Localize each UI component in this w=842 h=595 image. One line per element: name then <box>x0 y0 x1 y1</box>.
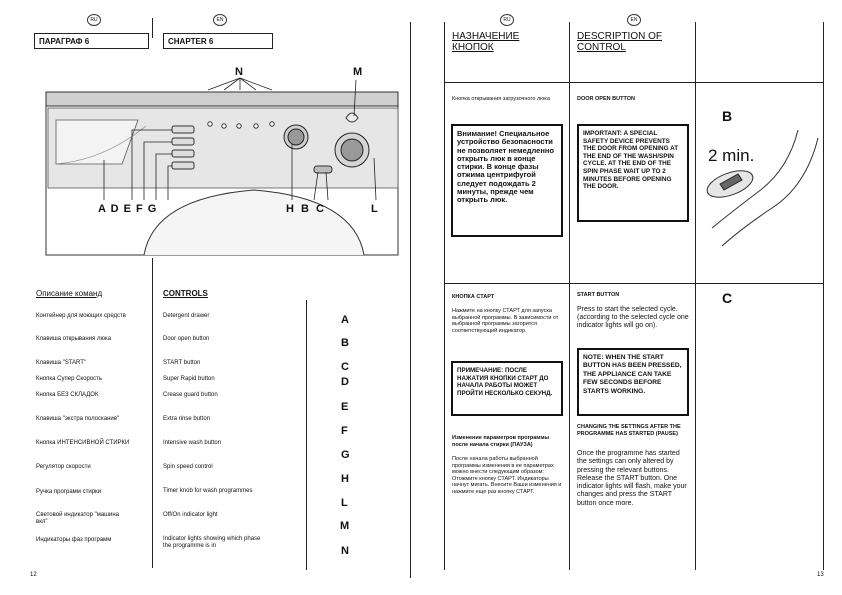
ru-row-m: Световой индикатор "машина вкл" <box>36 512 119 525</box>
en-chapter-header: CHAPTER 6 <box>163 33 273 49</box>
ru-row-d: Кнопка Супер Скорость <box>36 376 102 382</box>
diagram-label-m: M <box>353 66 363 78</box>
letter-row-l: L <box>341 497 348 509</box>
ru-start-text: Нажмите на кнопку СТАРТ для запуска выбр… <box>452 308 559 334</box>
en-row-d: Super Rapid button <box>163 376 215 382</box>
page-number-right: 13 <box>817 572 824 578</box>
ru-chapter-header: ПАРАГРАФ 6 <box>34 33 149 49</box>
en-pause-text: Once the programme has started the setti… <box>577 450 687 507</box>
ru-section-title: НАЗНАЧЕНИЕ КНОПОК <box>452 31 520 53</box>
diagram-label-n: N <box>235 66 243 78</box>
en-row-m: Off/On indicator light <box>163 512 218 518</box>
letter-row-g: G <box>341 449 350 461</box>
en-row-h: Spin speed control <box>163 464 213 470</box>
ru-door-open-title: Кнопка открывания загрузочного люка <box>452 96 550 102</box>
ru-row-g: Кнопка ИНТЕНСИВНОЙ СТИРКИ <box>36 440 130 446</box>
en-start-note-text: NOTE: WHEN THE START BUTTON HAS BEEN PRE… <box>583 354 682 395</box>
en-row-f: Extra rinse button <box>163 416 211 422</box>
diagram-label-adefg: A D E F G <box>98 203 157 215</box>
ru-row-b: Клавиша открывания люка <box>36 336 112 342</box>
en-row-n: Indicator lights showing which phase the… <box>163 536 261 549</box>
ru-door-warning-box: Внимание! Специальное устройство безопас… <box>451 124 563 237</box>
ru-language-badge: RU <box>87 14 101 26</box>
ru-row-c: Клавиша "START" <box>36 360 87 366</box>
diagram-label-hbc: H B C <box>286 203 324 215</box>
ru-start-title: КНОПКА СТАРТ <box>452 294 495 300</box>
letter-row-d: D <box>341 376 349 388</box>
en-pause-title: CHANGING THE SETTINGS AFTER THE PROGRAMM… <box>577 424 681 437</box>
diagram-label-l: L <box>371 203 378 215</box>
timer-text: 2 min. <box>708 146 755 165</box>
letter-row-b: B <box>341 337 349 349</box>
letter-row-n: N <box>341 545 349 557</box>
letter-row-e: E <box>341 401 349 413</box>
ru-language-badge-right: RU <box>500 14 514 26</box>
ru-row-e: Кнопка БЕЗ СКЛАДОК <box>36 392 99 398</box>
en-language-badge: EN <box>213 14 227 26</box>
page-number-left: 12 <box>30 572 37 578</box>
ru-start-note-text: ПРИМЕЧАНИЕ: ПОСЛЕ НАЖАТИЯ КНОПКИ СТАРТ Д… <box>457 367 553 397</box>
letter-b-right: B <box>722 108 733 124</box>
letter-row-c: C <box>341 361 349 373</box>
en-door-warning-text: IMPORTANT: A SPECIAL SAFETY DEVICE PREVE… <box>583 130 679 191</box>
door-timer-svg <box>706 129 819 247</box>
en-row-l: Timer knob for wash programmes <box>163 488 253 494</box>
ru-controls-title: Описание команд <box>36 289 103 298</box>
en-row-a: Detergent drawer <box>163 313 210 319</box>
ru-start-note-box: ПРИМЕЧАНИЕ: ПОСЛЕ НАЖАТИЯ КНОПКИ СТАРТ Д… <box>451 361 563 416</box>
en-row-g: Intensive wash button <box>163 440 222 446</box>
en-start-note-box: NOTE: WHEN THE START BUTTON HAS BEEN PRE… <box>577 348 689 416</box>
ru-row-h: Регулятор скорости <box>36 464 91 470</box>
washing-machine-panel-svg <box>45 77 399 256</box>
en-row-b: Door open button <box>163 336 210 342</box>
ru-pause-text: После начала работы выбранной программы … <box>452 456 562 495</box>
ru-row-a: Контейнер для моющих средств <box>36 313 126 319</box>
control-panel-diagram: N M A D E F G H B C L <box>34 60 410 260</box>
ru-pause-title: Изменение параметров программы после нач… <box>452 435 550 448</box>
letter-row-m: M <box>340 520 350 532</box>
en-door-warning-box: IMPORTANT: A SPECIAL SAFETY DEVICE PREVE… <box>577 124 689 222</box>
ru-row-n: Индикаторы фаз программ <box>36 537 112 543</box>
door-timer-illustration: 2 min. <box>698 129 820 250</box>
en-door-open-title: DOOR OPEN BUTTON <box>577 96 635 102</box>
en-language-badge-right: EN <box>627 14 641 26</box>
letter-row-f: F <box>341 425 348 437</box>
ru-row-f: Клавиша "экстра полоскание" <box>36 416 120 422</box>
ru-door-warning-text: Внимание! Специальное устройство безопас… <box>457 129 554 205</box>
en-start-text: Press to start the selected cycle. (acco… <box>577 306 689 330</box>
en-start-title: START BUTTON <box>577 292 620 298</box>
letter-row-h: H <box>341 473 349 485</box>
en-section-title: DESCRIPTION OF CONTROL <box>577 31 663 53</box>
letter-c-right: C <box>722 290 733 306</box>
en-row-e: Crease guard button <box>163 392 218 398</box>
en-controls-title: CONTROLS <box>163 289 208 298</box>
en-row-c: START button <box>163 360 201 366</box>
ru-row-l: Ручка программ стирки <box>36 489 102 495</box>
letter-row-a: A <box>341 314 349 326</box>
